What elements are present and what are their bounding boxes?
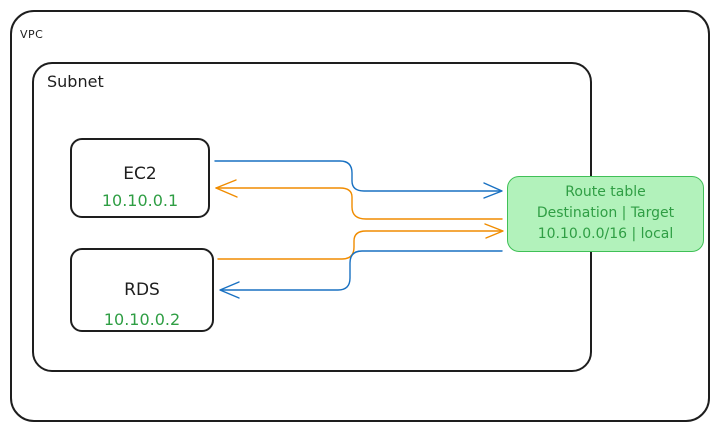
- route-table-row: 10.10.0.0/16 | local: [537, 226, 674, 242]
- vpc-container: [10, 10, 710, 422]
- subnet-label: Subnet: [47, 72, 104, 91]
- rds-to-route-arrowhead: [484, 223, 504, 239]
- route-to-rds-arrowhead: [219, 281, 240, 299]
- route-table-node: Route table Destination | Target 10.10.0…: [507, 176, 704, 252]
- route-to-rds-arrow: [220, 250, 503, 291]
- rds-to-route-arrow: [217, 230, 502, 260]
- route-to-ec2-arrowhead: [215, 179, 238, 198]
- ec2-ip: 10.10.0.1: [101, 191, 179, 210]
- ec2-to-route-arrow: [214, 160, 501, 192]
- rds-ip: 10.10.0.2: [103, 310, 181, 329]
- ec2-instance-node: EC2 10.10.0.1: [70, 138, 210, 218]
- route-to-ec2-arrow: [215, 187, 503, 220]
- ec2-to-route-arrowhead: [483, 182, 503, 199]
- route-table-title: Route table: [565, 184, 646, 200]
- rds-name: RDS: [124, 280, 160, 300]
- rds-instance-node: RDS 10.10.0.2: [70, 248, 214, 332]
- route-table-header: Destination | Target: [536, 205, 675, 221]
- vpc-label: VPC: [20, 28, 44, 41]
- ec2-name: EC2: [123, 164, 157, 184]
